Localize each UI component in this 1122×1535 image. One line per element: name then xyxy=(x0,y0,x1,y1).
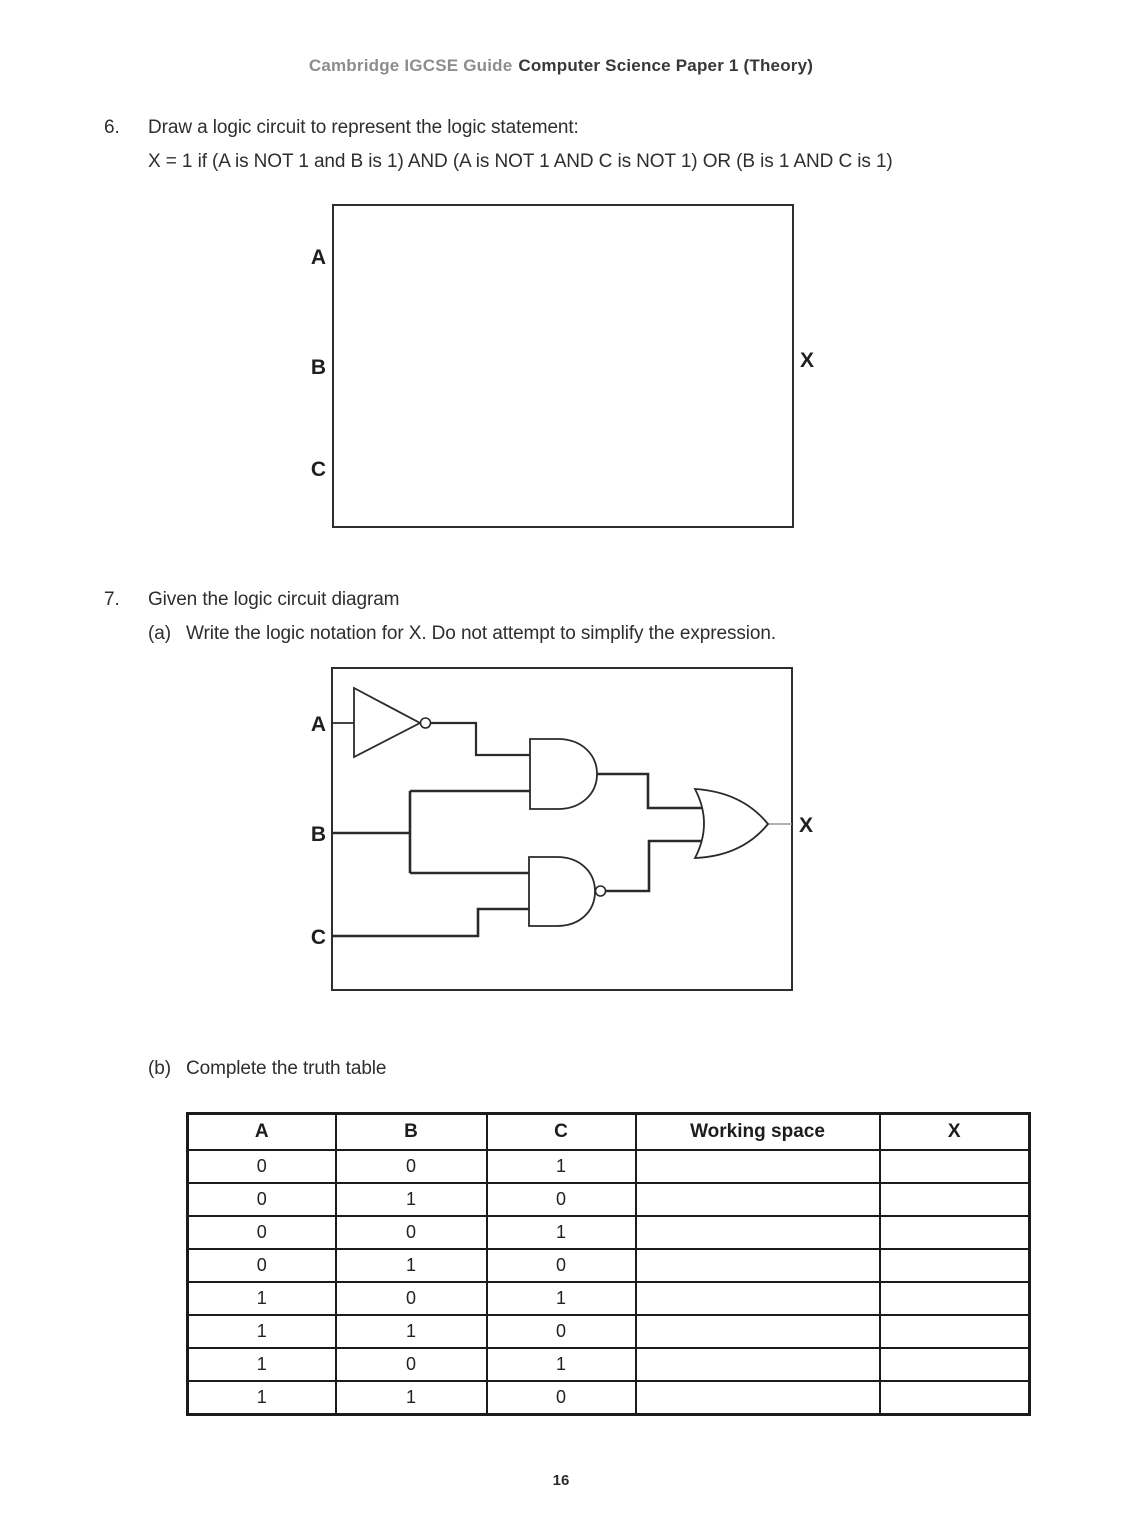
header-title: Computer Science Paper 1 (Theory) xyxy=(518,56,814,75)
input-value-cell: 0 xyxy=(334,1347,488,1382)
circuit-input-label-c: C xyxy=(311,926,326,949)
input-value-cell: 1 xyxy=(334,1380,488,1416)
q7-part-a-text: Write the logic notation for X. Do not a… xyxy=(186,623,776,644)
wire-not-to-and xyxy=(430,721,530,757)
col-header-c: C xyxy=(485,1112,637,1151)
logic-circuit-diagram: A B C X xyxy=(311,667,813,991)
q7-part-a-label: (a) xyxy=(148,623,171,644)
x-answer-cell xyxy=(878,1314,1031,1349)
circuit-input-label-a: A xyxy=(311,713,326,736)
input-value-cell: 1 xyxy=(334,1182,488,1217)
input-value-cell: 1 xyxy=(186,1347,337,1382)
circuit-border-box xyxy=(331,667,793,991)
input-value-cell: 0 xyxy=(334,1281,488,1316)
input-value-cell: 1 xyxy=(334,1314,488,1349)
input-value-cell: 0 xyxy=(485,1248,637,1283)
wire-nand-to-or xyxy=(605,839,702,893)
col-header-x: X xyxy=(878,1112,1031,1151)
q7-part-b-label: (b) xyxy=(148,1058,171,1079)
input-value-cell: 1 xyxy=(186,1314,337,1349)
wire-c-input xyxy=(332,907,529,938)
input-value-cell: 0 xyxy=(186,1149,337,1184)
and-gate xyxy=(529,738,598,810)
q7-part-b-text: Complete the truth table xyxy=(186,1058,387,1079)
truth-table-header-row: A B C Working space X xyxy=(186,1112,1031,1151)
circuit-input-label-b: B xyxy=(311,823,326,846)
working-space-cell xyxy=(634,1380,881,1416)
q6-statement: X = 1 if (A is NOT 1 and B is 1) AND (A … xyxy=(148,151,893,172)
working-space-cell xyxy=(634,1314,881,1349)
input-value-cell: 0 xyxy=(485,1182,637,1217)
input-value-cell: 1 xyxy=(485,1281,637,1316)
q6-drawing-box xyxy=(332,204,794,528)
working-space-cell xyxy=(634,1182,881,1217)
nand-gate xyxy=(528,856,596,927)
x-answer-cell xyxy=(878,1281,1031,1316)
x-answer-cell xyxy=(878,1347,1031,1382)
input-value-cell: 1 xyxy=(186,1281,337,1316)
q7-prompt: Given the logic circuit diagram xyxy=(148,589,400,610)
x-answer-cell xyxy=(878,1182,1031,1217)
x-answer-cell xyxy=(878,1149,1031,1184)
input-value-cell: 1 xyxy=(485,1215,637,1250)
page-number: 16 xyxy=(552,1472,570,1489)
working-space-cell xyxy=(634,1347,881,1382)
not-gate-bubble xyxy=(419,717,432,729)
input-value-cell: 0 xyxy=(186,1182,337,1217)
wire-and-to-or xyxy=(597,772,702,810)
input-value-cell: 0 xyxy=(334,1215,488,1250)
input-value-cell: 0 xyxy=(485,1314,637,1349)
input-value-cell: 1 xyxy=(334,1248,488,1283)
x-answer-cell xyxy=(878,1215,1031,1250)
input-value-cell: 0 xyxy=(186,1248,337,1283)
input-value-cell: 0 xyxy=(334,1149,488,1184)
q7-number: 7. xyxy=(104,589,120,610)
not-gate xyxy=(353,686,422,759)
nand-gate-bubble xyxy=(594,885,607,897)
input-value-cell: 1 xyxy=(485,1149,637,1184)
input-value-cell: 0 xyxy=(186,1215,337,1250)
q6-input-label-b: B xyxy=(310,356,326,379)
col-header-working-space: Working space xyxy=(634,1112,881,1151)
or-gate xyxy=(693,787,770,859)
working-space-cell xyxy=(634,1149,881,1184)
col-header-a: A xyxy=(186,1112,337,1151)
working-space-cell xyxy=(634,1248,881,1283)
input-value-cell: 1 xyxy=(186,1380,337,1416)
running-header: Cambridge IGCSE Guide Computer Science Pa… xyxy=(0,56,1122,76)
q6-output-label-x: X xyxy=(800,349,815,372)
q6-number: 6. xyxy=(104,117,120,138)
q6-input-label-a: A xyxy=(310,246,326,269)
header-brand: Cambridge IGCSE Guide xyxy=(308,56,513,75)
col-header-b: B xyxy=(334,1112,488,1151)
x-answer-cell xyxy=(878,1380,1031,1416)
q6-prompt: Draw a logic circuit to represent the lo… xyxy=(148,117,579,138)
working-space-cell xyxy=(634,1215,881,1250)
input-value-cell: 1 xyxy=(485,1347,637,1382)
input-value-cell: 0 xyxy=(485,1380,637,1416)
q6-input-label-c: C xyxy=(310,458,326,481)
wire-b-branch xyxy=(332,789,530,875)
x-answer-cell xyxy=(878,1248,1031,1283)
circuit-output-label-x: X xyxy=(799,814,813,837)
working-space-cell xyxy=(634,1281,881,1316)
